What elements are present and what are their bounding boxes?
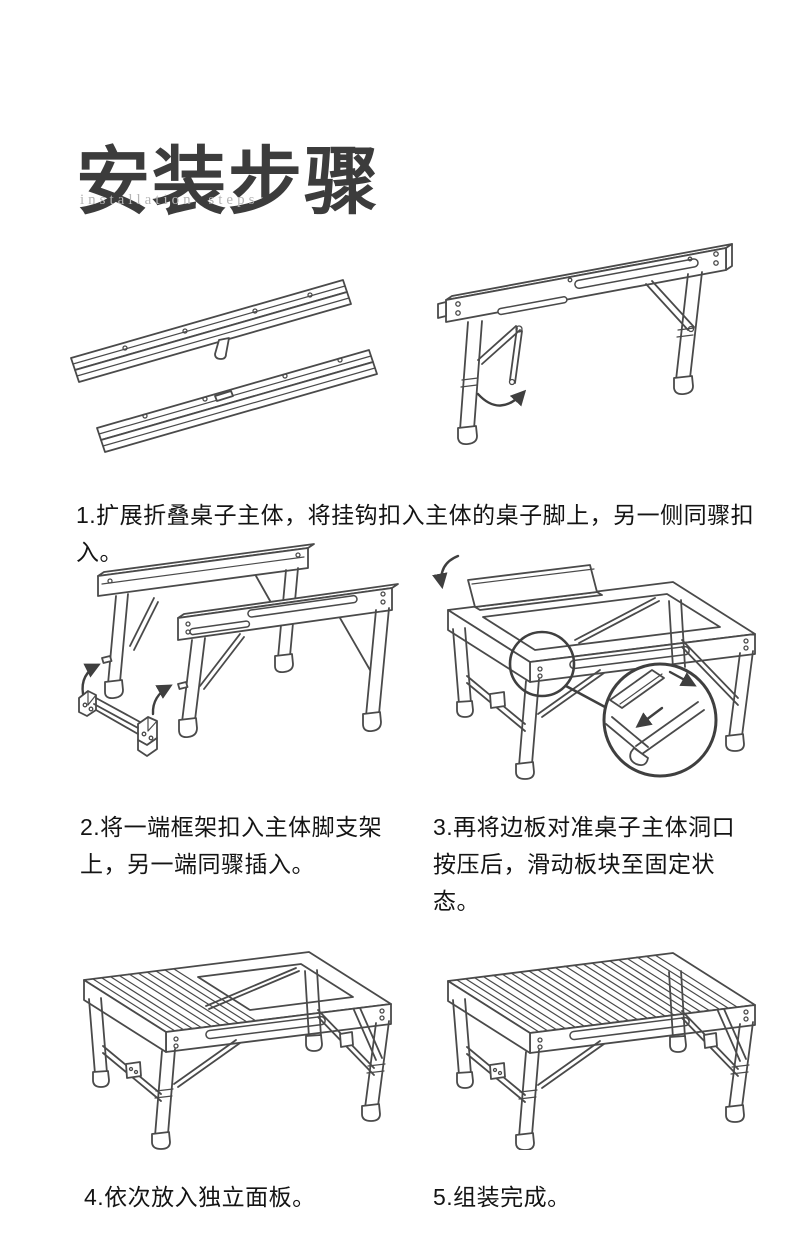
step-5-caption: 5.组装完成。	[433, 1184, 571, 1210]
attach-arrow-left	[83, 663, 101, 694]
illustration-two-trestles-crossbar	[58, 528, 403, 780]
attach-arrow-right	[153, 684, 173, 714]
rotation-arrow	[478, 389, 527, 406]
illustration-partially-planked-table	[56, 888, 401, 1150]
illustration-folded-rails	[55, 250, 390, 455]
trestles-crossbar-drawing	[58, 528, 403, 780]
step-1-caption: 1.扩展折叠桌子主体，将挂钩扣入主体的桌子脚上，另一侧同骤扣入。	[76, 502, 755, 565]
leg-hook-nub	[178, 682, 188, 689]
slide-arrow-left	[635, 708, 662, 728]
trestle-drawing	[420, 212, 765, 452]
step-2-caption: 2.将一端框架扣入主体脚支架上，另一端同骤插入。	[80, 814, 383, 877]
partial-table-drawing	[56, 888, 401, 1150]
assembled-table-drawing	[420, 905, 765, 1150]
page-title: 安装步骤	[76, 141, 380, 224]
folded-rails-drawing	[55, 250, 390, 455]
step-4-caption: 4.依次放入独立面板。	[84, 1184, 316, 1210]
illustration-frame-side-panel	[420, 518, 765, 780]
magnifier-source-circle	[510, 632, 574, 696]
frame-side-panel-drawing	[432, 518, 765, 780]
illustration-assembled-table	[420, 905, 765, 1150]
slide-arrow-right	[670, 672, 697, 687]
illustration-unfolded-trestle	[420, 212, 765, 452]
page-subtitle: installation steps	[80, 192, 259, 208]
step-3-caption: 3.再将边板对准桌子主体洞口按压后，滑动板块至固定状态。	[433, 814, 736, 914]
panel-rotate-arrow	[432, 556, 458, 590]
hook-tab	[438, 302, 446, 318]
leg-hook-nub	[102, 656, 112, 663]
